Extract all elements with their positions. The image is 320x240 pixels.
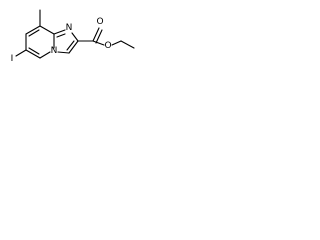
bond-c6-c5 — [25, 49, 41, 59]
bond-c3-n4 — [57, 51, 70, 54]
bond-carbonyl-o-double — [95, 29, 103, 44]
atom-label-ether-oxygen: O — [104, 41, 111, 51]
bond-c6-iodine — [15, 49, 27, 57]
bond-c2-c3 — [68, 40, 79, 54]
bond-carbonyl-ether-o — [92, 40, 105, 46]
chemical-structure: I N N O O — [11, 9, 135, 64]
bond-n1-c2 — [71, 32, 79, 42]
bond-c8a-n1-double — [56, 33, 66, 38]
bond-c8a-n1 — [53, 29, 66, 35]
bond-c6-c5-double — [28, 47, 40, 55]
bond-c8-c7 — [25, 25, 41, 35]
atom-label-nitrogen-top: N — [66, 23, 73, 33]
bond-c5-n4 — [39, 51, 51, 59]
atom-label-nitrogen-bridge: N — [51, 46, 58, 56]
bond-c2-c3-double — [66, 40, 75, 51]
bond-carbonyl-o — [92, 27, 100, 42]
bond-c8-c7-double — [28, 29, 40, 37]
atom-label-carbonyl-oxygen: O — [96, 17, 103, 27]
bond-ether-o-ch2 — [111, 40, 122, 46]
atom-label-iodine: I — [11, 54, 14, 64]
bond-ch2-ch3 — [120, 40, 135, 49]
bond-c8-c8a — [39, 25, 55, 35]
